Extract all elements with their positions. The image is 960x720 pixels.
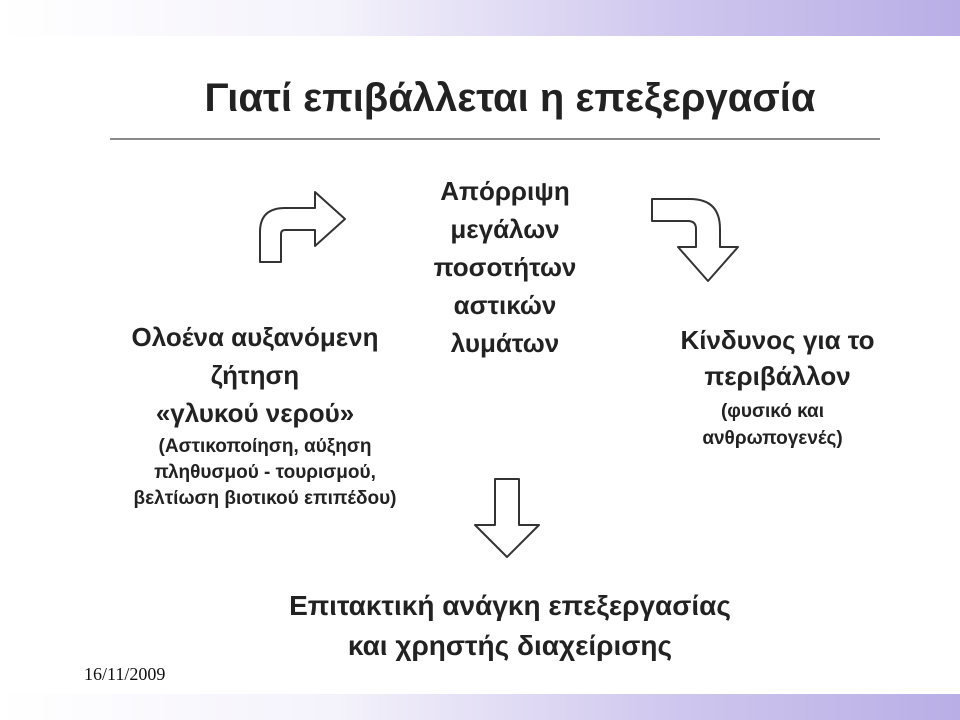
right-line: περιβάλλον xyxy=(704,361,851,391)
center-line: αστικών xyxy=(453,290,557,320)
curved-arrow-up-right-icon xyxy=(259,191,346,263)
center-line: λυμάτων xyxy=(450,328,560,358)
curved-arrow-right-down-icon xyxy=(651,198,739,282)
right-line: Κίνδυνος για το xyxy=(680,325,875,355)
bottom-line: Επιτακτική ανάγκη επεξεργασίας xyxy=(289,590,731,621)
center-line: ποσοτήτων xyxy=(433,252,577,282)
left-line: Ολοένα αυξανόμενη xyxy=(131,322,379,352)
arrow-down-icon xyxy=(474,478,540,558)
left-line: «γλυκού νερού» xyxy=(155,398,355,428)
left-line: ζήτηση xyxy=(210,360,300,390)
left-text: Ολοένα αυξανόμενη ζήτηση «γλυκού νερού» xyxy=(85,318,425,432)
left-sub-line: (Αστικοποίηση, αύξηση xyxy=(158,436,372,457)
left-subtext: (Αστικοποίηση, αύξηση πληθυσμού - τουρισ… xyxy=(95,434,435,512)
center-line: Απόρριψη xyxy=(440,176,570,206)
footer-band xyxy=(0,694,960,720)
right-sub-line: (φυσικό και xyxy=(720,401,825,422)
title-divider xyxy=(110,138,880,140)
center-line: μεγάλων xyxy=(450,214,560,244)
bottom-line: και χρηστής διαχείρισης xyxy=(347,630,673,661)
left-sub-line: πληθυσμού - τουρισμού, xyxy=(154,462,376,483)
header-band xyxy=(0,0,960,36)
slide-title: Γιατί επιβάλλεται η επεξεργασία xyxy=(204,76,816,120)
right-subtext: (φυσικό και ανθρωπογενές) xyxy=(665,398,880,452)
center-text: Απόρριψη μεγάλων ποσοτήτων αστικών λυμάτ… xyxy=(400,172,610,362)
right-text: Κίνδυνος για το περιβάλλον xyxy=(655,322,900,394)
slide-date: 16/11/2009 xyxy=(84,664,166,684)
left-sub-line: βελτίωση βιοτικού επιπέδου) xyxy=(133,488,397,509)
right-sub-line: ανθρωπογενές) xyxy=(702,428,843,449)
bottom-text: Επιτακτική ανάγκη επεξεργασίας και χρηστ… xyxy=(250,586,770,666)
